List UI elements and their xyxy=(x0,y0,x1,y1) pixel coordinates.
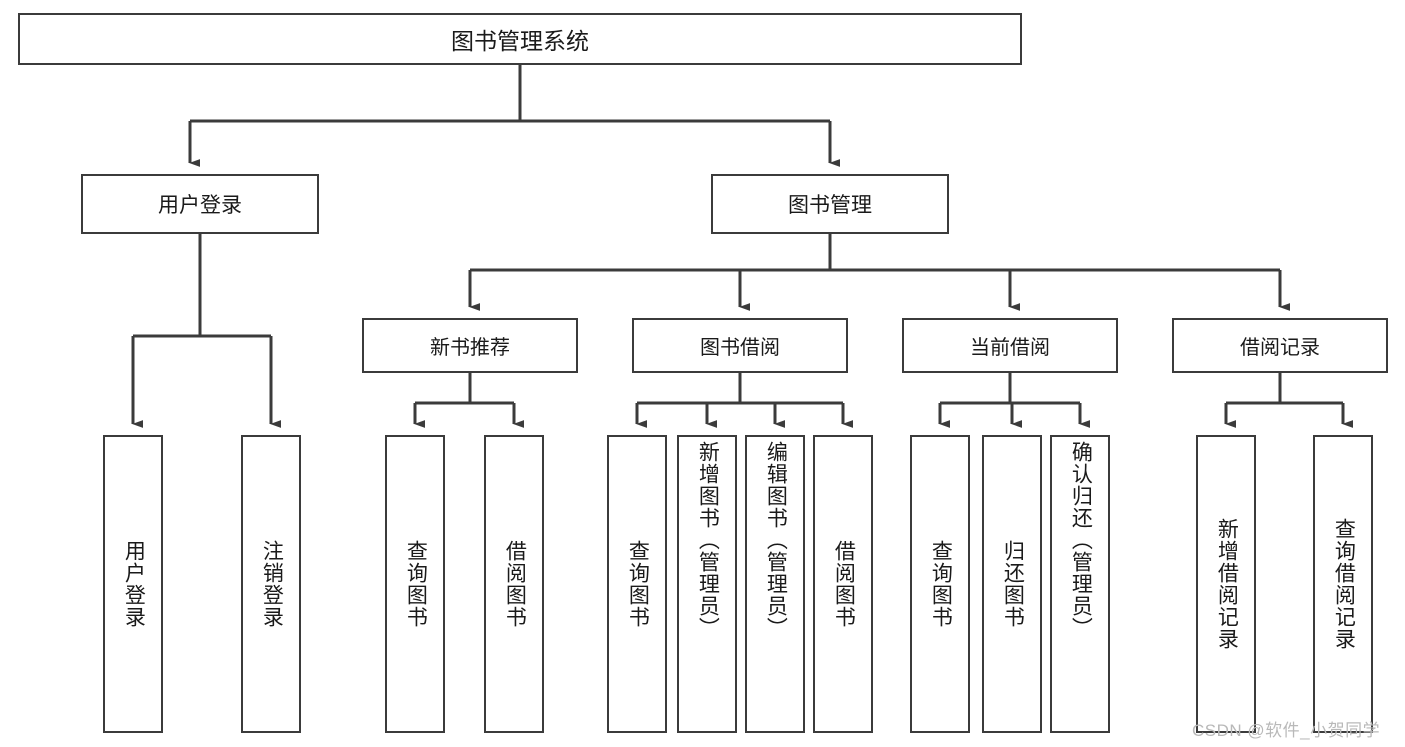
node-leaf-borrow-book-2-label: 借阅图书 xyxy=(832,540,856,628)
node-leaf-borrow-book-1[interactable]: 借阅图书 xyxy=(484,435,544,733)
node-root-label: 图书管理系统 xyxy=(451,28,589,54)
node-leaf-add-record[interactable]: 新增借阅记录 xyxy=(1196,435,1256,733)
node-leaf-add-record-label: 新增借阅记录 xyxy=(1215,518,1239,650)
node-book-management[interactable]: 图书管理 xyxy=(711,174,949,234)
node-leaf-logout-label: 注销登录 xyxy=(260,540,284,628)
node-leaf-return-book-label: 归还图书 xyxy=(1001,540,1025,628)
node-leaf-query-book-3[interactable]: 查询图书 xyxy=(910,435,970,733)
node-leaf-edit-book-label: 编辑图书（管理员） xyxy=(764,441,788,639)
node-new-book-recommend-label: 新书推荐 xyxy=(430,337,510,359)
node-book-borrow[interactable]: 图书借阅 xyxy=(632,318,848,373)
node-leaf-query-book-2[interactable]: 查询图书 xyxy=(607,435,667,733)
node-current-borrow[interactable]: 当前借阅 xyxy=(902,318,1118,373)
node-user-login-label: 用户登录 xyxy=(158,194,242,217)
node-leaf-borrow-book-2[interactable]: 借阅图书 xyxy=(813,435,873,733)
node-leaf-edit-book[interactable]: 编辑图书（管理员） xyxy=(745,435,805,733)
node-leaf-add-book-label: 新增图书（管理员） xyxy=(696,441,720,639)
node-leaf-query-book-1-label: 查询图书 xyxy=(404,540,428,628)
node-leaf-return-book[interactable]: 归还图书 xyxy=(982,435,1042,733)
node-leaf-query-record-label: 查询借阅记录 xyxy=(1332,518,1356,650)
node-leaf-user-login[interactable]: 用户登录 xyxy=(103,435,163,733)
node-leaf-user-login-label: 用户登录 xyxy=(122,540,146,628)
node-leaf-confirm-return-label: 确认归还（管理员） xyxy=(1069,441,1093,639)
node-borrow-record-label: 借阅记录 xyxy=(1240,337,1320,359)
node-leaf-query-book-1[interactable]: 查询图书 xyxy=(385,435,445,733)
node-new-book-recommend[interactable]: 新书推荐 xyxy=(362,318,578,373)
node-leaf-confirm-return[interactable]: 确认归还（管理员） xyxy=(1050,435,1110,733)
node-root[interactable]: 图书管理系统 xyxy=(18,13,1022,65)
node-leaf-logout[interactable]: 注销登录 xyxy=(241,435,301,733)
node-leaf-query-book-3-label: 查询图书 xyxy=(929,540,953,628)
node-book-borrow-label: 图书借阅 xyxy=(700,337,780,359)
node-leaf-borrow-book-1-label: 借阅图书 xyxy=(503,540,527,628)
node-leaf-query-record[interactable]: 查询借阅记录 xyxy=(1313,435,1373,733)
node-book-management-label: 图书管理 xyxy=(788,194,872,217)
node-borrow-record[interactable]: 借阅记录 xyxy=(1172,318,1388,373)
node-leaf-add-book[interactable]: 新增图书（管理员） xyxy=(677,435,737,733)
node-leaf-query-book-2-label: 查询图书 xyxy=(626,540,650,628)
node-user-login[interactable]: 用户登录 xyxy=(81,174,319,234)
node-current-borrow-label: 当前借阅 xyxy=(970,337,1050,359)
csdn-watermark: CSDN @软件_小贺同学 xyxy=(1192,721,1381,740)
